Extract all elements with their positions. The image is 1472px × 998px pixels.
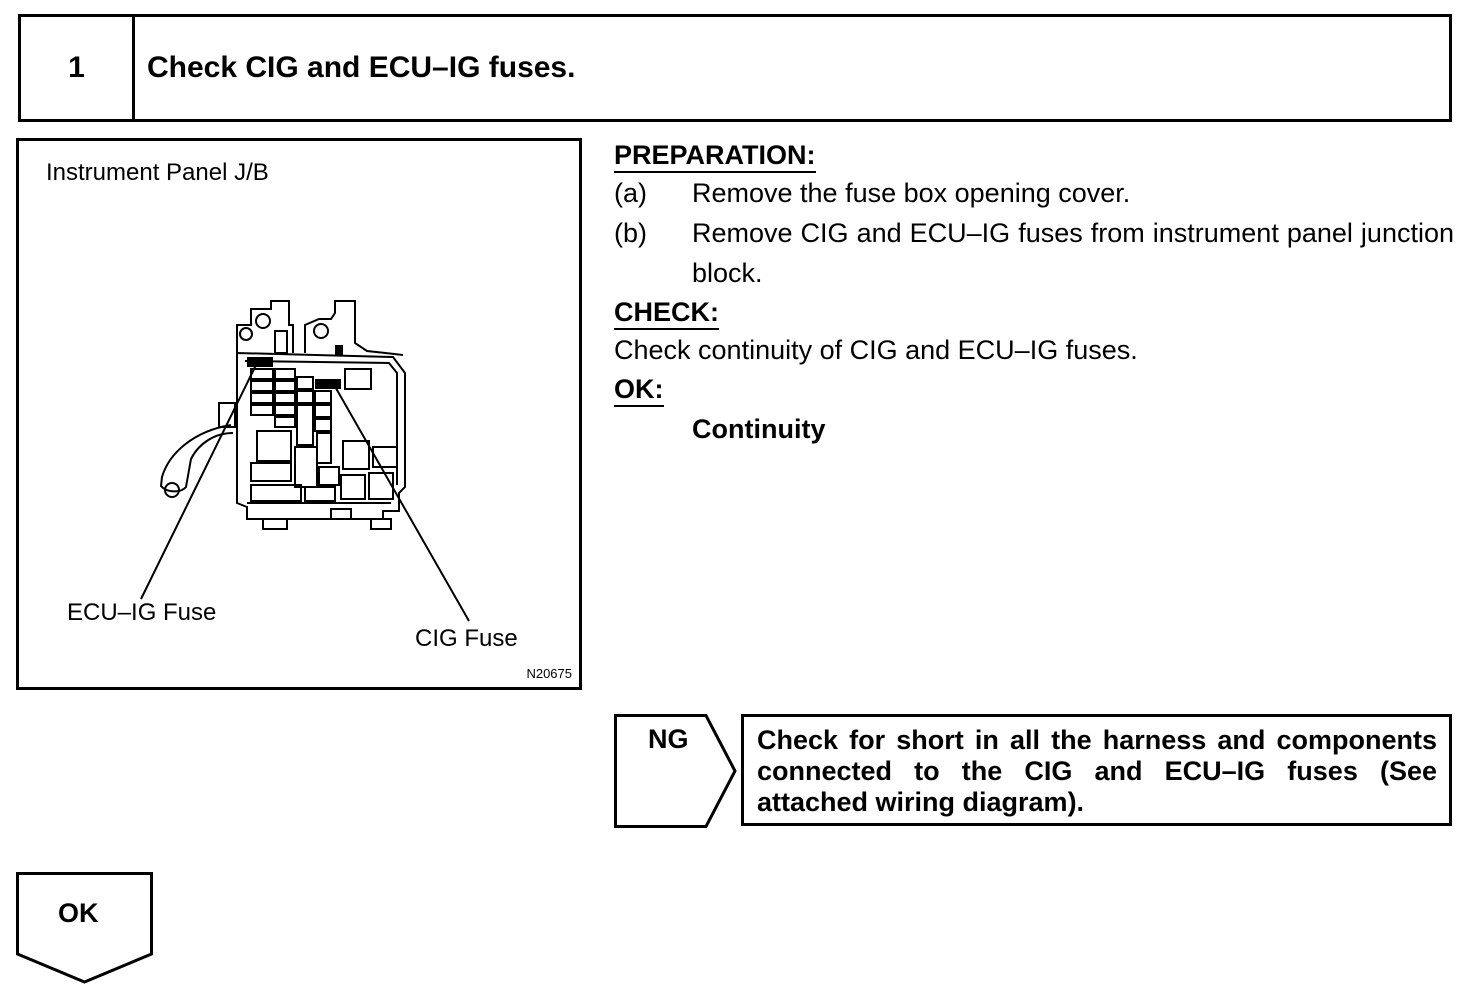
junction-block-figure: Instrument Panel J/B ECU–IG Fuse CIG Fus… bbox=[16, 138, 582, 690]
check-text: Check continuity of CIG and ECU–IG fuses… bbox=[614, 335, 1138, 365]
step-title: Check CIG and ECU–IG fuses. bbox=[147, 51, 576, 84]
item-marker: (b) bbox=[614, 218, 647, 248]
step-number: 1 bbox=[21, 17, 135, 119]
ng-action-box: Check for short in all the harness and c… bbox=[741, 714, 1452, 826]
ecu-ig-fuse-label: ECU–IG Fuse bbox=[67, 599, 217, 626]
list-item: (a) Remove the fuse box opening cover. bbox=[614, 173, 1454, 213]
item-text: Remove the fuse box opening cover. bbox=[692, 178, 1131, 208]
item-text: Remove CIG and ECU–IG fuses from instrum… bbox=[692, 218, 1454, 288]
ok-arrow-shape bbox=[16, 872, 153, 984]
step-header: 1 Check CIG and ECU–IG fuses. bbox=[18, 14, 1452, 122]
instructions: PREPARATION: (a) Remove the fuse box ope… bbox=[614, 136, 1454, 449]
ng-label: NG bbox=[648, 724, 689, 754]
check-heading: CHECK: bbox=[614, 297, 719, 330]
preparation-heading: PREPARATION: bbox=[614, 140, 816, 173]
ok-next-label: OK bbox=[58, 898, 99, 928]
junction-block-illustration bbox=[140, 300, 470, 622]
ok-result: Continuity bbox=[692, 414, 826, 444]
list-item: (b) Remove CIG and ECU–IG fuses from ins… bbox=[614, 213, 1454, 293]
ng-arrow-shape bbox=[614, 714, 737, 828]
ok-heading: OK: bbox=[614, 374, 664, 407]
figure-code: N20675 bbox=[526, 666, 572, 681]
item-marker: (a) bbox=[614, 178, 647, 208]
cig-fuse-label: CIG Fuse bbox=[415, 625, 518, 652]
figure-title: Instrument Panel J/B bbox=[46, 159, 269, 186]
